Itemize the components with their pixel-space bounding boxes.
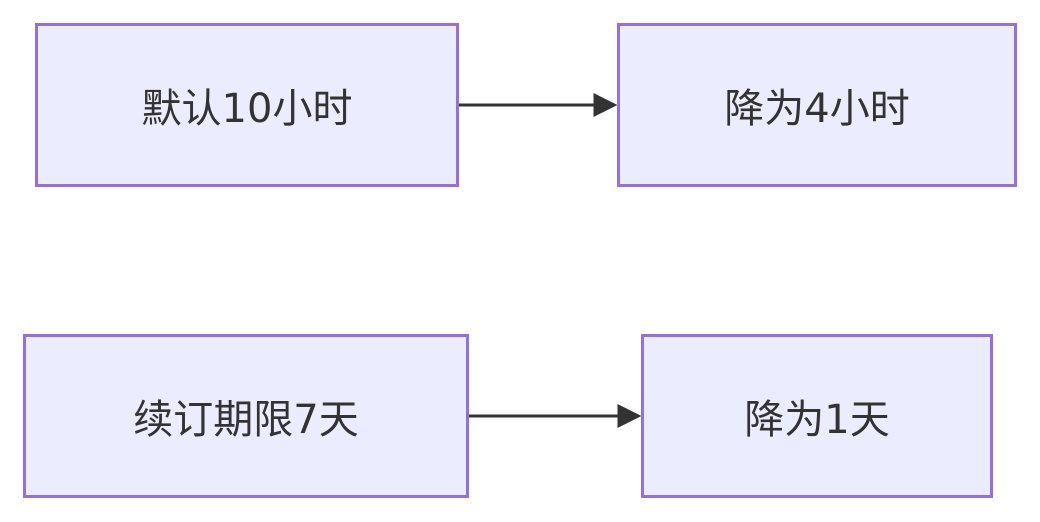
node-reduce-to-4-hours: 降为4小时: [617, 23, 1017, 187]
node-label: 续订期限7天: [133, 397, 359, 443]
node-renewal-term-7-days: 续订期限7天: [23, 334, 469, 498]
node-default-10-hours: 默认10小时: [35, 23, 459, 187]
node-label: 默认10小时: [141, 86, 353, 132]
node-label: 降为1天: [744, 397, 890, 443]
node-label: 降为4小时: [724, 86, 910, 132]
node-reduce-to-1-day: 降为1天: [641, 334, 993, 498]
